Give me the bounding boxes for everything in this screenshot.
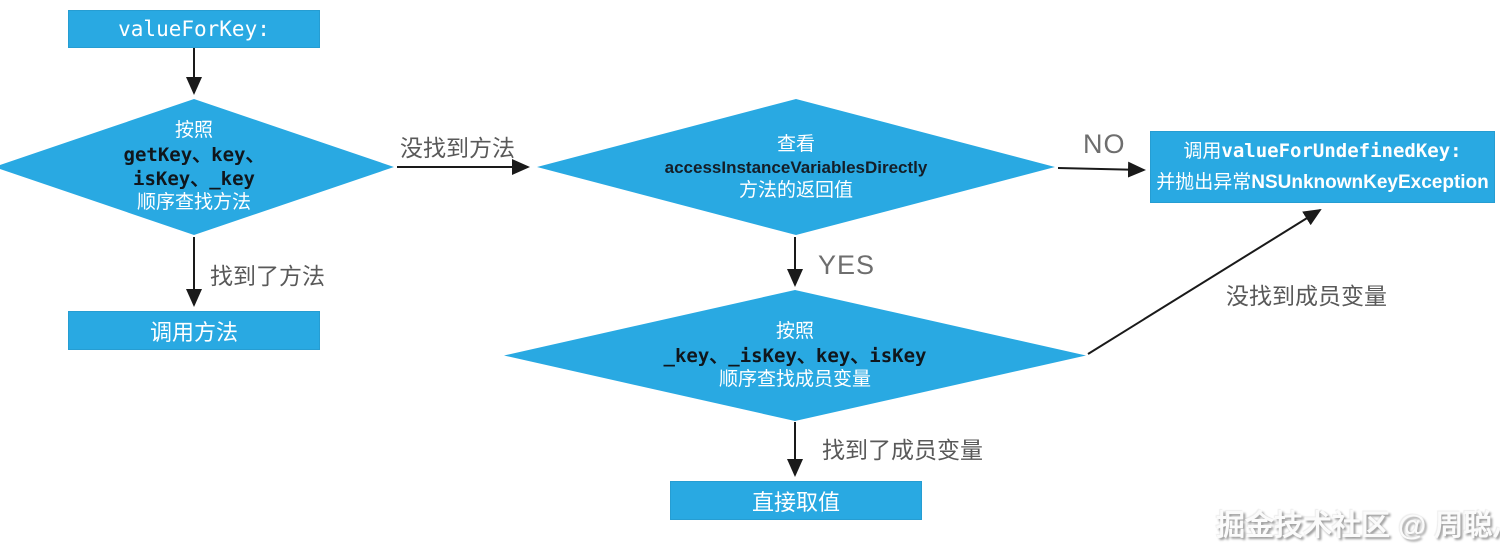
find-method-line3: isKey、_key bbox=[133, 168, 255, 190]
find-method-line1: 按照 bbox=[174, 120, 213, 141]
edge-label-yes: YES bbox=[818, 250, 876, 280]
undefined-key-line2-prefix: 并抛出异常 bbox=[1156, 172, 1252, 193]
watermark: 掘金技术社区 @ 周聪灬 bbox=[1216, 510, 1500, 542]
find-ivar-line1: 按照 bbox=[775, 320, 814, 342]
node-call-method[interactable]: 调用方法 bbox=[68, 311, 320, 350]
undefined-key-line1-code: valueForUndefinedKey: bbox=[1221, 140, 1462, 162]
node-call-method-label: 调用方法 bbox=[149, 319, 238, 345]
find-ivar-line2: _key、_isKey、key、isKey bbox=[663, 344, 927, 367]
node-find-method-diamond[interactable]: 按照 getKey、key、 isKey、_key 顺序查找方法 bbox=[0, 99, 394, 235]
undefined-key-line2-code: NSUnknownKeyException bbox=[1251, 172, 1489, 193]
node-value-for-key-label: valueForKey: bbox=[118, 17, 270, 41]
node-value-for-key[interactable]: valueForKey: bbox=[68, 10, 320, 48]
node-access-ivar-diamond[interactable]: 查看 accessInstanceVariablesDirectly 方法的返回… bbox=[537, 99, 1055, 235]
find-ivar-line3: 顺序查找成员变量 bbox=[718, 368, 871, 390]
undefined-key-line1: 调用valueForUndefinedKey: bbox=[1183, 136, 1461, 167]
access-ivar-line2: accessInstanceVariablesDirectly bbox=[664, 157, 928, 177]
node-undefined-key[interactable]: 调用valueForUndefinedKey: 并抛出异常NSUnknownKe… bbox=[1150, 131, 1495, 203]
node-direct-value-label: 直接取值 bbox=[751, 489, 840, 515]
find-method-line2: getKey、key、 bbox=[123, 144, 265, 166]
node-find-ivar-diamond[interactable]: 按照 _key、_isKey、key、isKey 顺序查找成员变量 bbox=[504, 290, 1086, 421]
edge-label-no: NO bbox=[1083, 129, 1126, 159]
access-ivar-line3: 方法的返回值 bbox=[738, 179, 853, 201]
node-direct-value[interactable]: 直接取值 bbox=[670, 481, 922, 520]
access-ivar-line1: 查看 bbox=[776, 133, 815, 155]
edge-label-method-found: 找到了方法 bbox=[210, 263, 325, 289]
edge-label-ivar-not-found: 没找到成员变量 bbox=[1226, 283, 1387, 309]
undefined-key-line2: 并抛出异常NSUnknownKeyException bbox=[1156, 167, 1489, 198]
edge-label-ivar-found: 找到了成员变量 bbox=[822, 437, 983, 463]
find-method-line4: 顺序查找方法 bbox=[136, 192, 251, 213]
undefined-key-line1-prefix: 调用 bbox=[1183, 141, 1222, 162]
arrow-access-ivar-to-undefined-key bbox=[1057, 161, 1146, 178]
edge-label-no-method-found: 没找到方法 bbox=[400, 135, 515, 161]
